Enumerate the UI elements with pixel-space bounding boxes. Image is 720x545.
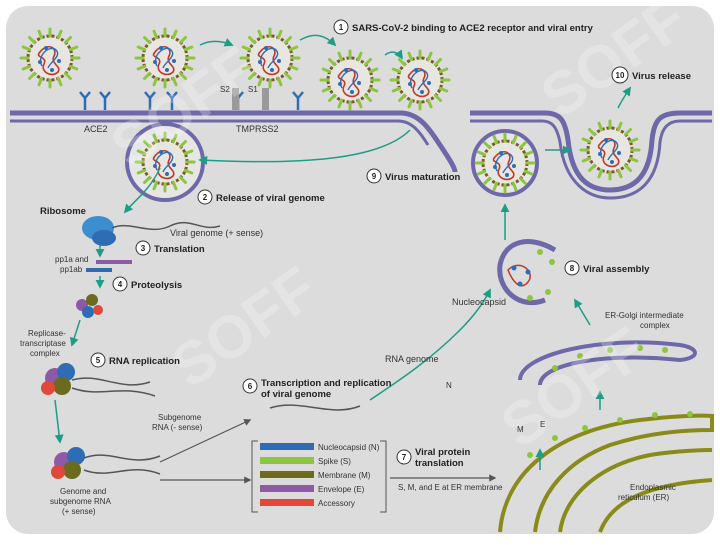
tmprss2-protein (262, 88, 269, 110)
svg-text:5: 5 (96, 356, 101, 365)
step-4: 4 Proteolysis (112, 276, 182, 292)
legend-label: Spike (S) (318, 457, 351, 466)
protein-legend: Nucleocapsid (N) Spike (S) Membrane (M) Env… (260, 443, 380, 508)
svg-text:8: 8 (570, 264, 575, 273)
er-m-label: M (517, 425, 524, 434)
s2-label: S2 (220, 85, 230, 94)
step-3-label: Translation (154, 244, 205, 255)
svg-text:9: 9 (372, 172, 377, 181)
ribosome-label: Ribosome (40, 206, 86, 217)
legend-swatch (260, 499, 314, 506)
virus-particle (579, 119, 641, 181)
step-5: 5 RNA replication (90, 352, 180, 368)
assembly-vesicle (497, 239, 557, 306)
step-3: 3 Translation (135, 240, 205, 256)
step-8: 8 Viral assembly (564, 260, 650, 276)
genome-label-line2: subgenome RNA (50, 497, 112, 506)
ace2-label: ACE2 (84, 124, 108, 134)
virus-particle (389, 49, 451, 111)
legend-swatch (260, 471, 314, 478)
nucleocapsid-shape (507, 264, 531, 287)
step-2-label: Release of viral genome (216, 193, 325, 204)
replicase-label-line2: transcriptase (20, 339, 66, 348)
step-1-label: SARS-CoV-2 binding to ACE2 receptor and … (352, 23, 594, 34)
step-6-label-line2: of viral genome (261, 389, 331, 400)
subgenome-label: Subgenome (158, 413, 202, 422)
step-4-label: Proteolysis (131, 280, 182, 291)
cell-membrane-right (470, 110, 712, 193)
genome-label: Genome and (60, 487, 106, 496)
step-6-label: Transcription and replication (261, 378, 392, 389)
svg-text:6: 6 (248, 382, 253, 391)
ergic-membrane (518, 340, 697, 386)
svg-text:3: 3 (141, 244, 146, 253)
tmprss2-protein (232, 88, 239, 110)
virus-particle (19, 27, 81, 89)
ergic-label-line2: complex (640, 321, 670, 330)
step-6: 6 Transcription and replication of viral… (242, 378, 392, 400)
pp1ab-band (86, 268, 112, 272)
s1-label: S1 (248, 85, 258, 94)
legend-swatch (260, 457, 314, 464)
ergic-label: ER-Golgi intermediate (605, 311, 684, 320)
legend-label: Envelope (E) (318, 485, 365, 494)
step-9: 9 Virus maturation (366, 168, 461, 184)
legend-label: Membrane (M) (318, 471, 371, 480)
step-7-label-line2: translation (415, 458, 464, 469)
er-e-label: E (540, 420, 545, 429)
cell-membrane (10, 110, 458, 173)
step-7: 7 Viral protein translation (396, 447, 470, 469)
legend-label: Nucleocapsid (N) (318, 443, 380, 452)
step-8-label: Viral assembly (583, 264, 650, 275)
nucleocapsid-label: Nucleocapsid (452, 297, 506, 307)
er-label: Endoplasmic (630, 483, 676, 492)
viral-genome-rna (111, 221, 221, 231)
legend-label: Accessory (318, 499, 355, 508)
legend-swatch (260, 443, 314, 450)
n-label: N (446, 381, 452, 390)
svg-text:4: 4 (118, 280, 123, 289)
virus-particle (319, 49, 381, 111)
replicase-label: Replicase- (28, 329, 66, 338)
step-5-label: RNA replication (109, 356, 180, 367)
step-10: 10 Virus release (611, 66, 691, 84)
step-7-label: Viral protein (415, 447, 470, 458)
step-1: 1 SARS-CoV-2 binding to ACE2 receptor an… (333, 19, 594, 35)
svg-text:2: 2 (203, 193, 208, 202)
rna-genome-label: RNA genome (385, 354, 439, 364)
svg-text:7: 7 (402, 453, 407, 462)
replicase-label-line3: complex (30, 349, 60, 358)
virus-particle (474, 132, 536, 194)
step-2: 2 Release of viral genome (197, 189, 325, 205)
viral-genome-label: Viral genome (+ sense) (170, 228, 263, 238)
er-label-line2: reticulum (ER) (618, 493, 669, 502)
svg-text:1: 1 (339, 23, 344, 32)
legend-swatch (260, 485, 314, 492)
step-10-label: Virus release (632, 71, 691, 82)
step-9-label: Virus maturation (385, 172, 461, 183)
sme-label: S, M, and E at ER membrane (398, 483, 503, 492)
genome-label-line3: (+ sense) (62, 507, 96, 516)
pp1a-label: pp1a and (55, 255, 88, 264)
svg-text:10: 10 (616, 71, 625, 80)
subgenome-label-line2: RNA (- sense) (152, 423, 203, 432)
pp1ab-label: pp1ab (60, 265, 83, 274)
pp1a-band (96, 260, 132, 264)
tmprss2-label: TMPRSS2 (236, 124, 279, 134)
endoplasmic-reticulum (498, 413, 714, 533)
